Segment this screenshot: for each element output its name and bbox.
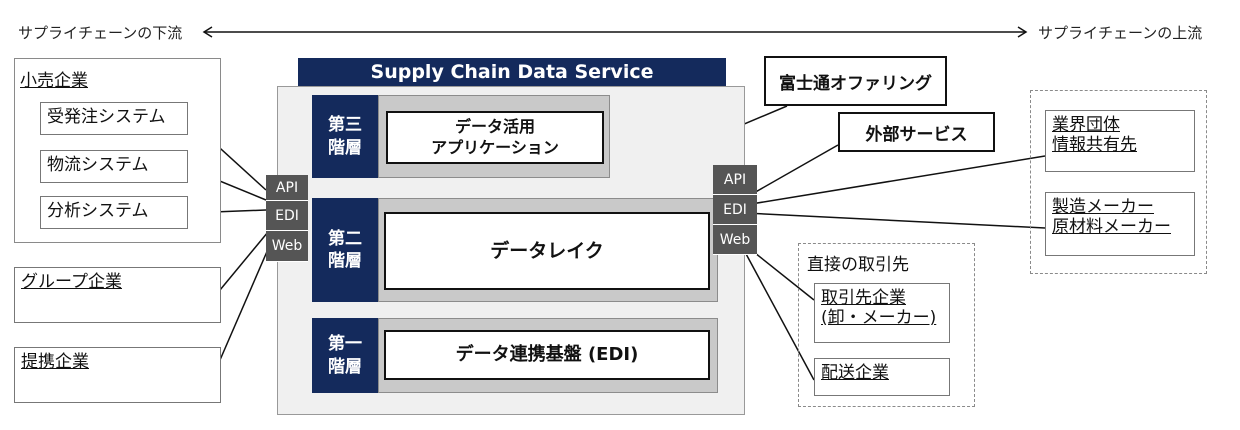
tier3-label: 第三 階層 — [312, 95, 378, 178]
right-port-edi: EDI — [713, 195, 757, 225]
platform-banner: Supply Chain Data Service — [298, 58, 726, 86]
flow-downstream-label: サプライチェーンの下流 — [18, 24, 183, 42]
direct-partners-title: 直接の取引先 — [807, 255, 909, 275]
fujitsu-offering-box: 富士通オファリング — [764, 56, 947, 106]
tier2-datalake-box: データレイク — [384, 212, 710, 290]
tier2-label: 第二 階層 — [312, 198, 378, 302]
left-port-edi: EDI — [266, 201, 308, 231]
left-port-web: Web — [266, 231, 308, 262]
logistics-system-box: 物流システム — [40, 150, 188, 183]
industry-group-box: 業界団体 情報共有先 — [1045, 110, 1195, 172]
group-companies-box: グループ企業 — [14, 267, 221, 323]
trading-partner-box: 取引先企業 (卸・メーカー) — [814, 283, 950, 343]
delivery-company-box: 配送企業 — [814, 358, 950, 396]
tier1-edi-box: データ連携基盤 (EDI) — [384, 330, 710, 380]
left-port-api: API — [266, 175, 308, 201]
flow-upstream-label: サプライチェーンの上流 — [1038, 24, 1203, 42]
upstream-partners-group — [1030, 90, 1207, 274]
right-port-api: API — [713, 165, 757, 195]
external-services-box: 外部サービス — [838, 112, 995, 152]
analytics-system-box: 分析システム — [40, 196, 188, 229]
tier3-app-box: データ活用 アプリケーション — [386, 111, 604, 164]
manufacturer-box: 製造メーカー 原材料メーカー — [1045, 192, 1195, 256]
partner-companies-box: 提携企業 — [14, 347, 221, 403]
tier1-label: 第一 階層 — [312, 318, 378, 393]
direct-partners-group: 直接の取引先 — [798, 243, 975, 407]
retail-title: 小売企業 — [20, 71, 88, 91]
right-port-web: Web — [713, 225, 757, 255]
order-system-box: 受発注システム — [40, 102, 188, 135]
